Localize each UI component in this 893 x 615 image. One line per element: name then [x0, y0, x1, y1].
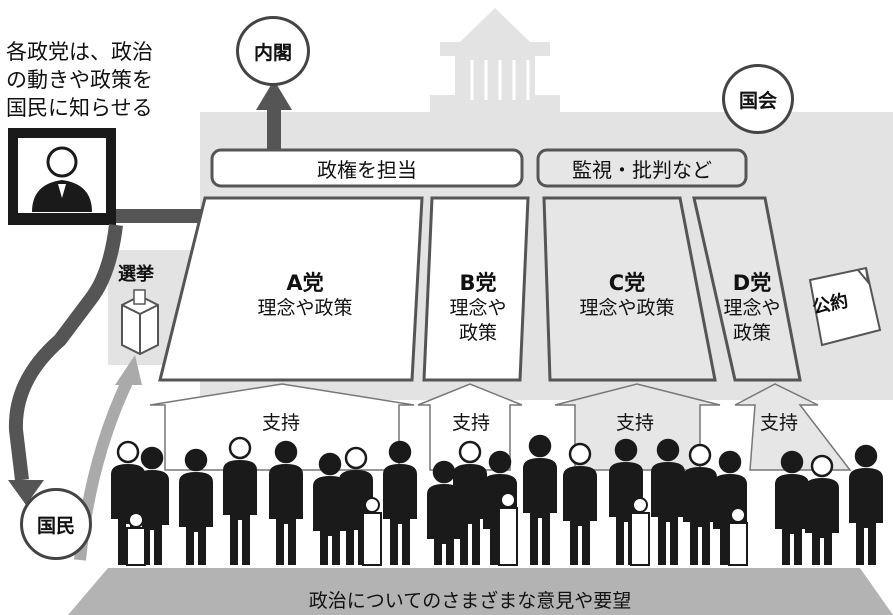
- person-icon: [269, 440, 303, 565]
- child-icon: [498, 492, 518, 566]
- party-c-desc: 理念や政策: [579, 297, 675, 319]
- opposition-label: 監視・批判など: [572, 157, 712, 182]
- media-to-citizens-line: [8, 224, 123, 481]
- party-b-shape: [422, 196, 530, 382]
- party-b-name: B党: [459, 271, 497, 295]
- person-icon: [523, 434, 557, 565]
- child-icon: [362, 497, 382, 566]
- party-d-desc-2: 政策: [732, 322, 771, 344]
- diet-label: 国会: [722, 64, 794, 134]
- media-to-citizens-arrowhead: [8, 480, 44, 505]
- party-d-name: D党: [732, 271, 772, 295]
- party-d-shape: [692, 196, 802, 382]
- support-c: 支持: [616, 412, 655, 434]
- party-d: D党 理念や 政策: [712, 270, 792, 346]
- cabinet-arrow: [267, 105, 281, 150]
- citizens-label: 国民: [20, 488, 92, 560]
- person-icon: [805, 454, 839, 565]
- caption-line-2: の動きや政策を: [6, 68, 153, 92]
- party-c-name: C党: [608, 271, 646, 295]
- party-a-name: A党: [286, 271, 324, 295]
- support-arrows: [149, 383, 852, 471]
- person-icon: [651, 438, 685, 565]
- manifesto-paper-icon: [808, 266, 882, 347]
- child-icon: [728, 507, 748, 566]
- opinions-text: 政治についてのさまざまな意見や要望: [308, 590, 632, 612]
- person-icon: [849, 444, 883, 565]
- person-icon: [775, 450, 809, 565]
- ballot-box-icon: [121, 289, 159, 356]
- person-icon: [563, 442, 597, 565]
- governing-label: 政権を担当: [317, 157, 417, 182]
- cabinet-label: 内閣: [236, 16, 310, 86]
- party-b-desc-2: 政策: [458, 322, 497, 344]
- person-icon: [453, 440, 487, 565]
- support-b: 支持: [452, 412, 491, 434]
- person-icon: [383, 440, 417, 565]
- tv-icon: [8, 128, 116, 225]
- person-icon: [683, 443, 717, 565]
- governing-box: [210, 148, 524, 188]
- support-d: 支持: [760, 412, 799, 434]
- party-a: A党 理念や政策: [210, 270, 400, 321]
- party-c-shape: [542, 196, 717, 382]
- caption-line-3: 国民に知らせる: [6, 96, 153, 120]
- media-caption: 各政党は、政治 の動きや政策を 国民に知らせる: [6, 38, 153, 122]
- party-d-desc-1: 理念や: [723, 297, 781, 319]
- opinions-ground: [68, 568, 893, 615]
- child-icon: [630, 497, 650, 566]
- party-a-desc: 理念や政策: [257, 297, 353, 319]
- person-icon: [427, 460, 461, 565]
- caption-line-1: 各政党は、政治: [6, 40, 153, 64]
- person-icon: [313, 452, 347, 565]
- cabinet-arrowhead: [256, 80, 292, 110]
- child-icon: [126, 512, 146, 566]
- party-c: C党 理念や政策: [552, 270, 702, 321]
- support-a: 支持: [262, 412, 301, 434]
- building-columns: [470, 60, 530, 100]
- people-crowd: [111, 434, 883, 566]
- party-b-desc-1: 理念や: [449, 297, 507, 319]
- party-a-shape: [158, 196, 424, 382]
- party-b: B党 理念や 政策: [432, 270, 524, 346]
- person-icon: [179, 448, 213, 565]
- person-icon: [223, 436, 257, 565]
- election-label: 選挙: [118, 264, 154, 285]
- vote-arrowhead: [115, 355, 142, 385]
- opposition-box: [536, 148, 748, 188]
